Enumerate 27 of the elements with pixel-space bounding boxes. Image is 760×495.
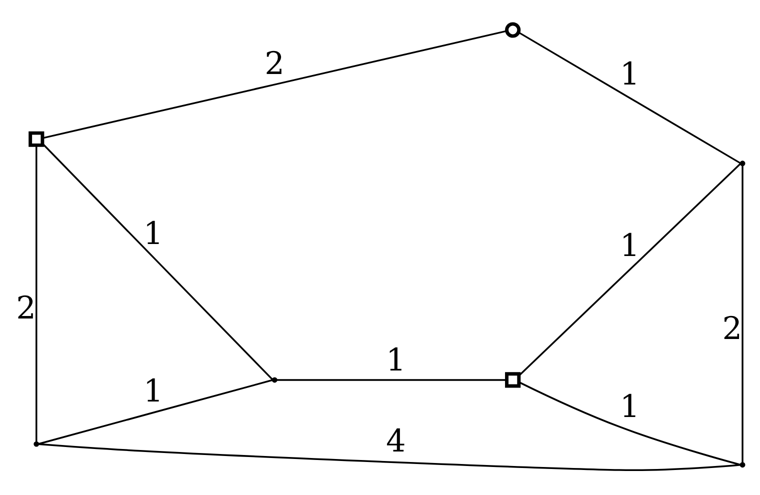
connector <box>42 144 274 380</box>
connector <box>38 443 741 471</box>
edge-label: 2 <box>722 311 742 348</box>
connector <box>518 32 742 164</box>
connector <box>742 166 744 462</box>
node-box <box>505 372 521 388</box>
node-point <box>740 160 746 166</box>
edge-label: 1 <box>143 216 164 252</box>
edge-label: 2 <box>264 46 285 82</box>
edge-label: 1 <box>386 342 406 378</box>
edge-label: 1 <box>143 373 164 410</box>
node-box <box>28 131 44 147</box>
connector <box>518 162 742 376</box>
node-point <box>34 441 40 447</box>
node-point <box>272 377 278 383</box>
edge-label: 1 <box>620 228 640 264</box>
connector <box>36 146 38 442</box>
connector <box>38 379 273 445</box>
node-circle <box>505 22 521 38</box>
edge-label: 1 <box>620 389 640 426</box>
connector <box>518 382 741 466</box>
edge-label: 4 <box>386 424 406 460</box>
edge-label: 1 <box>620 56 640 92</box>
node-point <box>740 462 746 468</box>
connector <box>42 30 507 139</box>
edge-label: 2 <box>16 290 36 327</box>
connector <box>276 379 506 381</box>
